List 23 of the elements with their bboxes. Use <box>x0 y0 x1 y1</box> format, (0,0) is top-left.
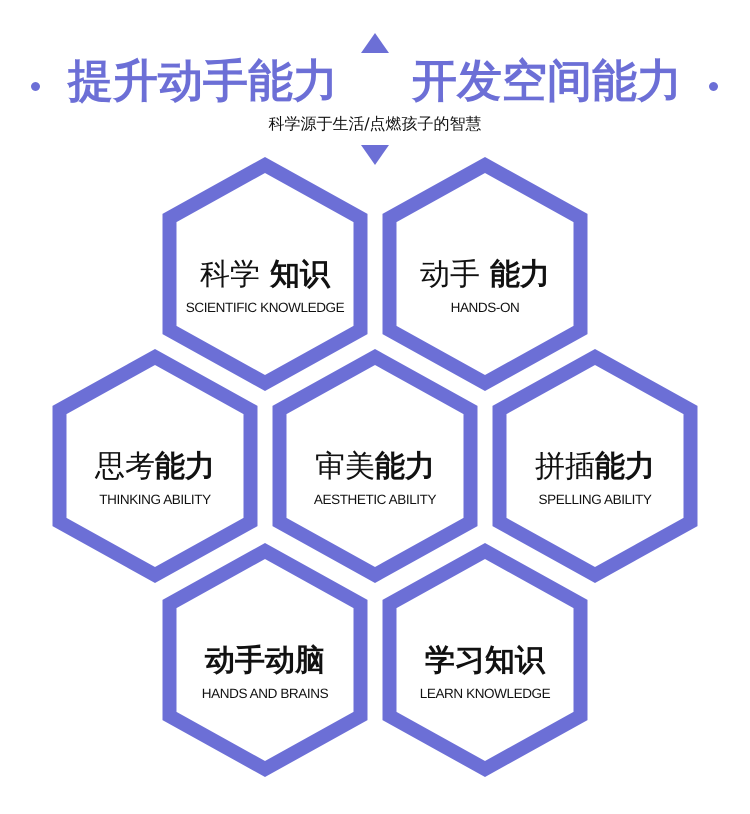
heading: 科学 知识 <box>200 258 330 292</box>
hexagon-tile <box>382 542 588 778</box>
subheading: LEARN KNOWLEDGE <box>420 686 550 702</box>
subheading: THINKING ABILITY <box>99 492 211 508</box>
hexagon-tile <box>382 156 588 392</box>
heading: 动手动脑 <box>205 644 325 678</box>
heading: 思考能力 <box>95 450 215 484</box>
heading: 审美能力 <box>315 450 435 484</box>
subheading: HANDS-ON <box>450 300 520 316</box>
heading: 学习知识 <box>425 644 545 678</box>
hexagon-tile <box>162 156 368 392</box>
subheading: SCIENTIFIC KNOWLEDGE <box>186 300 344 316</box>
heading: 动手 能力 <box>420 258 550 292</box>
subheading: HANDS AND BRAINS <box>202 686 328 702</box>
hexagon-tile <box>272 348 478 584</box>
subheading: SPELLING ABILITY <box>538 492 652 508</box>
hexagon-tile <box>492 348 698 584</box>
subtitle: 科学源于生活/点燃孩子的智慧 <box>268 114 482 134</box>
subheading: AESTHETIC ABILITY <box>314 492 436 508</box>
heading: 拼插能力 <box>535 450 655 484</box>
title: 提升动手能力 开发空间能力 <box>68 56 682 106</box>
hexagon-tile <box>162 542 368 778</box>
hexagon-tile <box>52 348 258 584</box>
